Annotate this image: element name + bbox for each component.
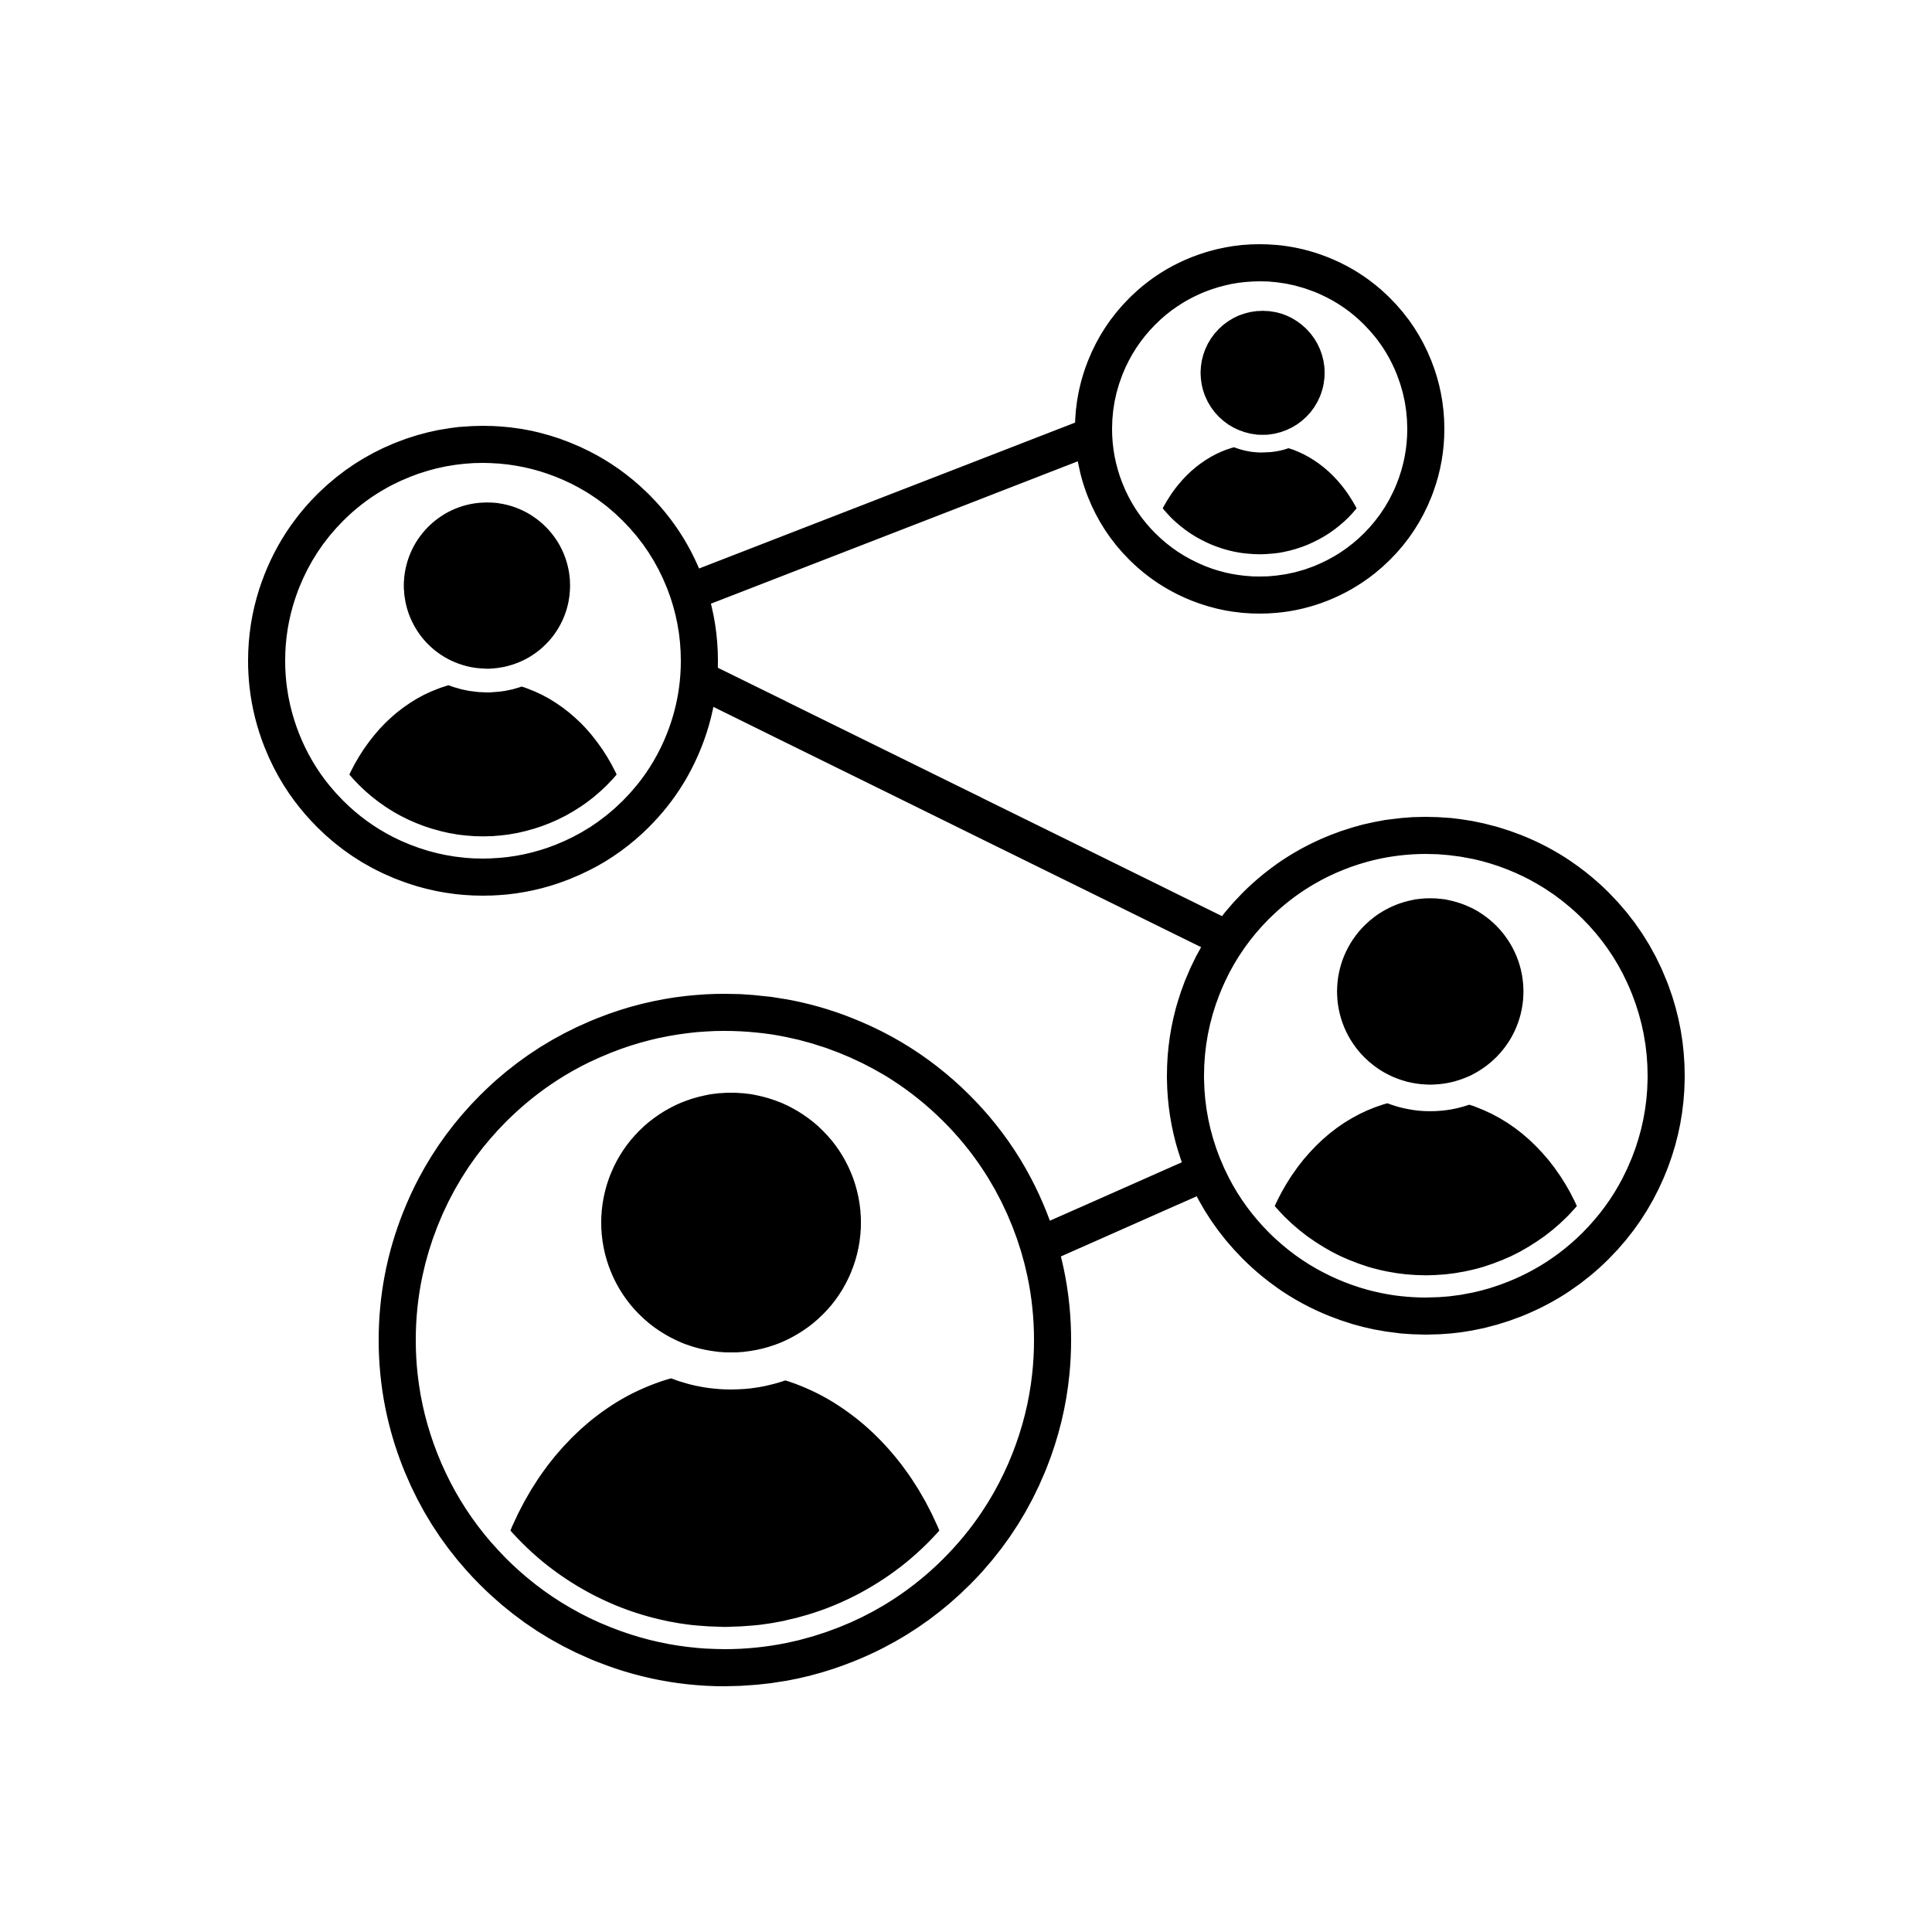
user-body-icon [328,680,638,837]
user-nodes [248,244,1685,1686]
user-body-icon [484,1371,966,1628]
connection-line-user-top-left-to-user-top-right [691,421,1091,607]
node-user-top-left [248,426,718,896]
user-body-icon [1145,444,1375,555]
user-head-icon [1337,898,1524,1085]
connection-line-user-bottom-left-to-user-middle-right [1033,1150,1225,1262]
neck-gap [1310,871,1550,1111]
neck-gap [379,478,594,692]
user-head-icon [601,1093,861,1352]
user-head-icon [1200,311,1325,435]
user-body-icon [1253,1097,1599,1276]
user-head-icon [403,502,570,669]
neck-gap [1182,293,1342,453]
neck-gap [564,1056,898,1389]
node-user-middle-right [1167,817,1685,1335]
connection-line-user-top-left-to-user-middle-right [692,663,1233,955]
node-user-top-right [1075,244,1444,614]
connection-lines [691,421,1233,1262]
node-user-bottom-left [379,994,1071,1686]
